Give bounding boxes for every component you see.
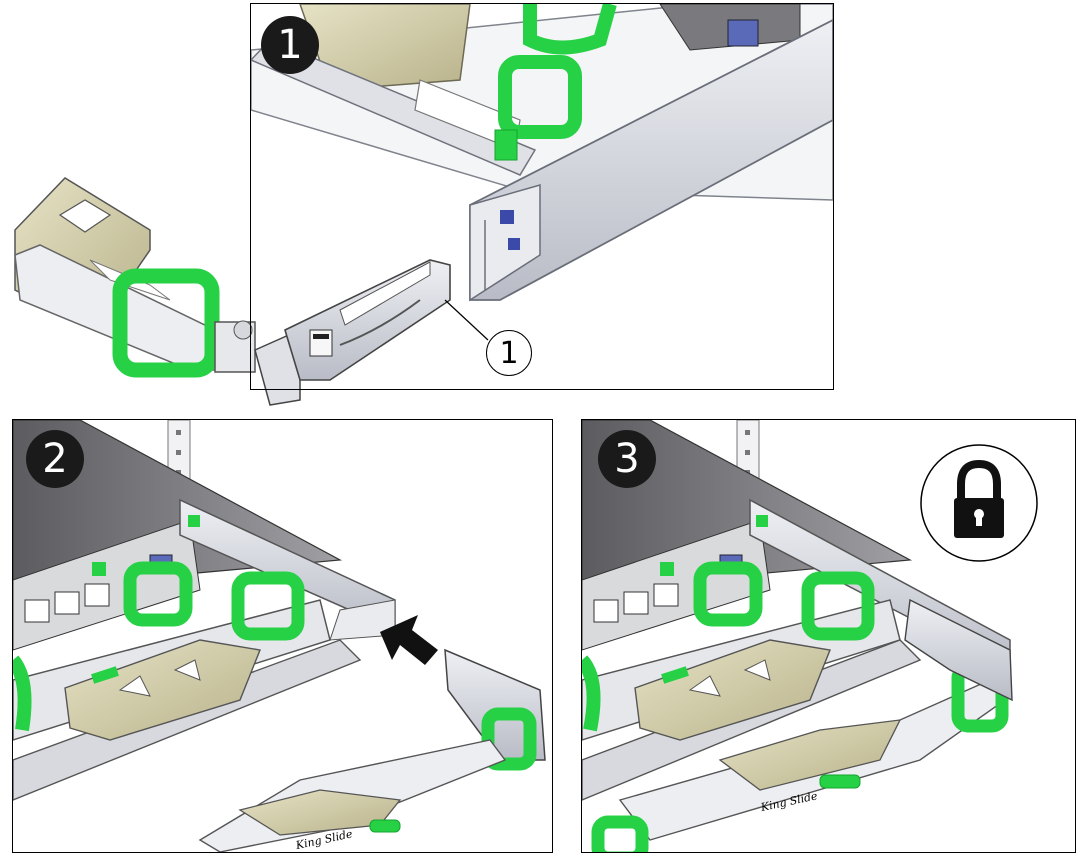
step-1-badge: 1 xyxy=(261,16,319,74)
step-2-panel xyxy=(12,419,553,853)
panel-3-art: King Slide xyxy=(582,420,1038,852)
step-3-panel xyxy=(581,419,1076,853)
panel-1-art xyxy=(251,4,833,302)
step-1-panel xyxy=(250,3,834,390)
callout-1: 1 xyxy=(486,330,532,376)
cable-arm-connector-art xyxy=(14,177,489,406)
step-3-badge: 3 xyxy=(598,430,656,488)
step-2-badge: 2 xyxy=(26,430,84,488)
panel-2-art: King Slide xyxy=(13,420,546,852)
arrow-icon xyxy=(380,615,438,665)
lock-icon xyxy=(920,444,1038,562)
